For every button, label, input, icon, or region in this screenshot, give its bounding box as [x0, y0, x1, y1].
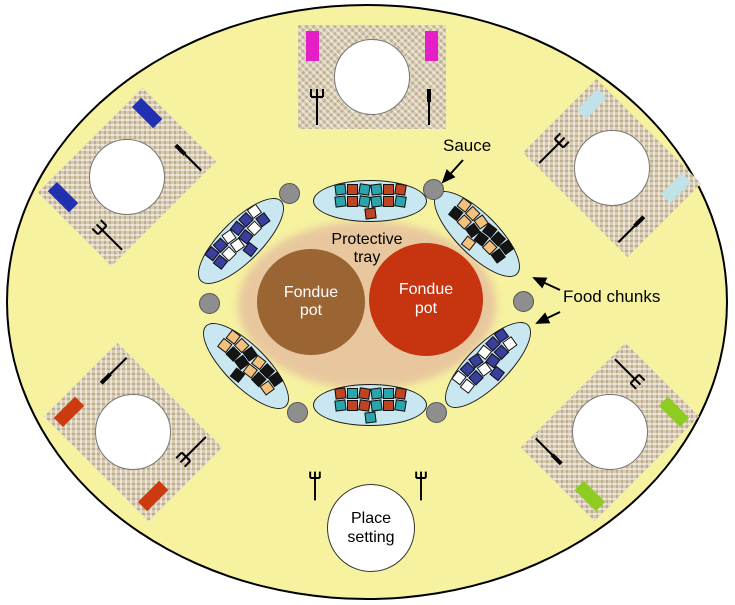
sauce-dish [287, 402, 308, 423]
food-platter-top [313, 180, 427, 222]
food-chunk [333, 182, 347, 196]
fondue-pot-label: pot [414, 299, 438, 317]
place-setting-north-west [37, 87, 217, 267]
food-chunk [369, 182, 383, 196]
sauce-dish [513, 291, 534, 312]
food-chunk [369, 398, 383, 412]
food-chunk [346, 183, 358, 195]
food-chunk [357, 398, 371, 412]
place-setting-north-east [522, 78, 702, 258]
food-chunk [460, 234, 477, 251]
fork-icon [531, 130, 572, 171]
food-chunk [382, 399, 394, 411]
knife-icon [96, 353, 131, 388]
fork-icon [607, 351, 648, 392]
napkin [306, 31, 319, 61]
sauce-dish [423, 179, 444, 200]
place-setting-label: Place [350, 509, 392, 527]
napkin [425, 31, 438, 61]
knife-icon [171, 140, 206, 175]
plate [334, 39, 410, 115]
place-setting-south-east [520, 342, 700, 522]
food-chunk [393, 398, 407, 412]
place-setting-south-west [43, 342, 223, 522]
food-chunk [333, 398, 347, 412]
food-chunk [333, 386, 347, 400]
food-chunk [333, 194, 347, 208]
food-chunk [346, 399, 358, 411]
place-setting-label-plate: Place setting [327, 484, 415, 572]
fondue-pot-label: pot [299, 302, 323, 319]
fondue-pot-left: Fondue pot [257, 249, 365, 355]
fondue-pot-label: Fondue [398, 281, 454, 299]
fork-icon [308, 87, 326, 127]
food-chunks-label: Food chunks [563, 287, 661, 306]
food-chunk [382, 195, 394, 207]
place-setting-bottom: Place setting [297, 468, 445, 586]
food-chunk [357, 194, 371, 208]
food-platter-bottom [313, 384, 427, 426]
food-chunk [357, 386, 371, 400]
protective-tray-label: Protective tray [331, 231, 403, 266]
sauce-label: Sauce [443, 136, 492, 155]
food-chunk [382, 387, 394, 399]
knife-icon [424, 87, 434, 127]
fork-icon [307, 470, 323, 507]
sauce-dish [279, 183, 300, 204]
knife-icon [531, 433, 566, 468]
food-chunk [346, 387, 358, 399]
food-chunk [393, 182, 407, 196]
food-chunk [393, 386, 407, 400]
fondue-pot-label: Fondue [283, 283, 339, 301]
food-chunk [393, 194, 407, 208]
fork-icon [173, 429, 214, 470]
place-setting-label: setting [347, 529, 395, 546]
food-chunk [346, 195, 358, 207]
sauce-dish [426, 402, 447, 423]
food-chunk [229, 366, 246, 383]
food-chunk [369, 386, 383, 400]
food-chunk [382, 183, 394, 195]
food-chunk [363, 410, 377, 424]
fork-icon [89, 217, 130, 258]
knife-icon [613, 212, 648, 247]
food-chunk [357, 182, 371, 196]
fork-icon [413, 470, 429, 507]
sauce-dish [199, 293, 220, 314]
food-chunk [363, 206, 377, 220]
food-chunk [369, 194, 383, 208]
fondue-pot-right: Fondue pot [369, 243, 483, 356]
place-setting-top [298, 25, 446, 129]
